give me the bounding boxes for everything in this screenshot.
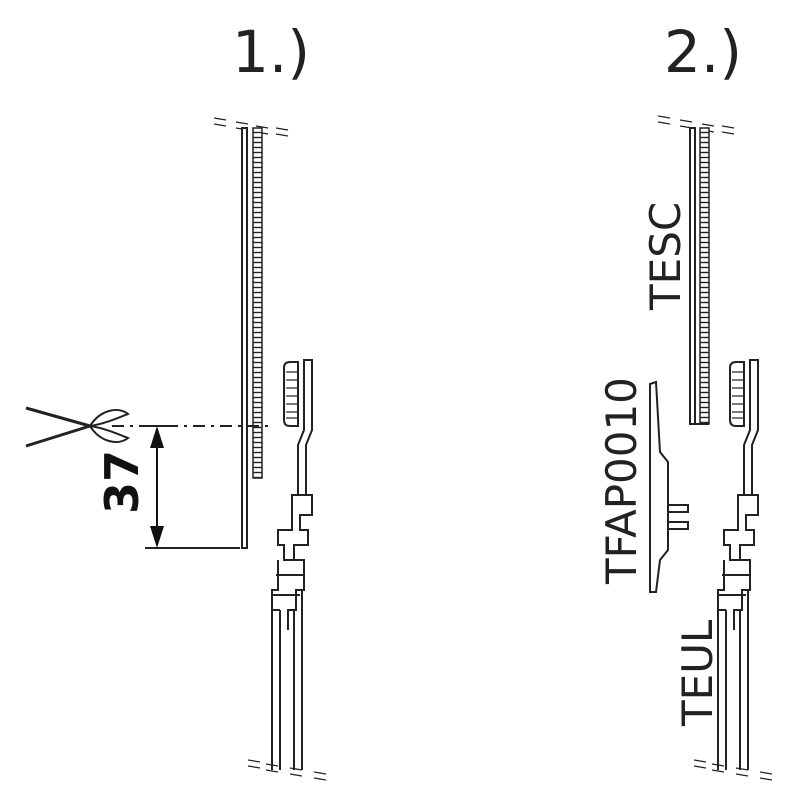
step-1-panel: 1.)	[25, 18, 327, 781]
lower-profile-1	[271, 359, 313, 770]
upper-profile-1	[241, 127, 263, 549]
dimension-label: 37	[95, 450, 149, 514]
break-mark-top-2	[657, 115, 735, 135]
step-1-label: 1.)	[232, 18, 310, 86]
brush-seal-2	[729, 361, 745, 427]
teul-label: TEUL	[673, 619, 722, 727]
break-mark-bottom-1	[247, 759, 327, 781]
step-2-label: 2.)	[664, 18, 742, 86]
tesc-profile	[689, 127, 710, 425]
break-mark-bottom-2	[693, 759, 773, 781]
dimension-37: 37	[95, 425, 240, 549]
brush-seal-1	[283, 361, 299, 427]
scissors-icon	[25, 406, 130, 448]
teul-profile	[717, 359, 759, 770]
tesc-label: TESC	[641, 202, 690, 311]
break-mark-top-1	[213, 117, 289, 137]
tfap0010-adapter	[649, 380, 689, 593]
step-2-panel: 2.) TESC TFAP0010	[597, 18, 773, 781]
tfap0010-label: TFAP0010	[597, 377, 646, 585]
